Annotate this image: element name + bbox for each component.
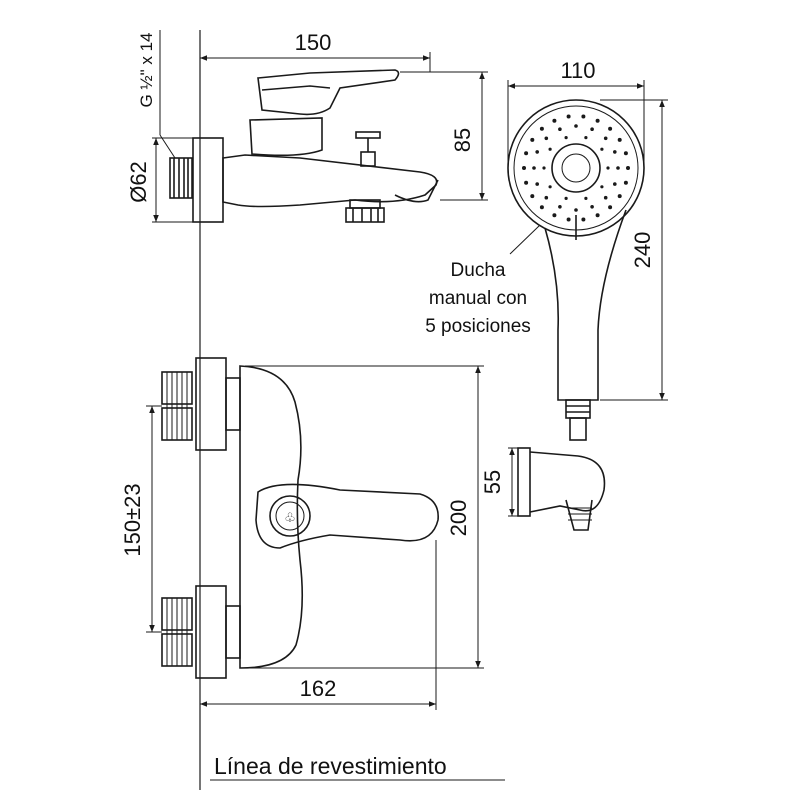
dim-200 bbox=[245, 365, 484, 669]
nozzle-dot bbox=[581, 217, 586, 222]
nozzle-dot bbox=[595, 213, 600, 218]
nozzle-dot bbox=[613, 150, 617, 154]
nozzle-dot bbox=[584, 196, 588, 200]
nozzle-dot bbox=[524, 180, 529, 185]
nozzle-dot bbox=[558, 205, 562, 209]
dim-110 bbox=[507, 80, 645, 168]
dim-150-23 bbox=[146, 405, 162, 633]
nozzle-dot bbox=[584, 136, 588, 140]
nozzle-dot bbox=[623, 151, 628, 156]
nozzle-dot bbox=[552, 118, 557, 123]
nozzle-dot bbox=[616, 166, 620, 170]
nozzle-dot bbox=[522, 166, 526, 170]
dim-240-label: 240 bbox=[630, 232, 655, 269]
nozzle-dot bbox=[617, 137, 622, 142]
nozzle-dot bbox=[626, 166, 630, 170]
dim-200-label: 200 bbox=[446, 500, 471, 537]
nozzle-dot bbox=[603, 136, 608, 141]
thread-spec-label: G ½" x 14 bbox=[137, 32, 156, 107]
nozzle-dot bbox=[608, 205, 613, 210]
mixer-side-view bbox=[169, 69, 439, 223]
nozzle-dot bbox=[613, 182, 617, 186]
nozzle-dot bbox=[595, 118, 600, 123]
dim-162 bbox=[200, 540, 437, 710]
nozzle-dot bbox=[623, 180, 628, 185]
svg-text:♧: ♧ bbox=[284, 511, 296, 526]
wall-holder bbox=[517, 447, 606, 531]
nozzle-dot bbox=[548, 147, 552, 151]
nozzle-dot bbox=[542, 166, 546, 170]
nozzle-dot bbox=[530, 194, 535, 199]
dim-150-23-label: 150±23 bbox=[120, 483, 145, 556]
nozzle-dot bbox=[606, 166, 610, 170]
dim-150 bbox=[200, 52, 431, 72]
dim-162-label: 162 bbox=[300, 676, 337, 701]
dim-thread bbox=[159, 30, 176, 159]
nozzle-dot bbox=[566, 114, 571, 119]
dim-62-label: Ø62 bbox=[126, 161, 151, 203]
nozzle-dot bbox=[539, 126, 544, 131]
wall-line-label: Línea de revestimiento bbox=[214, 753, 447, 779]
nozzle-dot bbox=[535, 150, 539, 154]
nozzle-dot bbox=[564, 136, 568, 140]
dim-55 bbox=[508, 447, 520, 517]
nozzle-dot bbox=[574, 124, 578, 128]
nozzle-dot bbox=[548, 185, 552, 189]
dim-55-label: 55 bbox=[480, 470, 505, 494]
nozzle-dot bbox=[574, 208, 578, 212]
nozzle-dot bbox=[524, 151, 529, 156]
nozzle-dot bbox=[544, 136, 549, 141]
nozzle-dot bbox=[600, 147, 604, 151]
dim-62 bbox=[152, 137, 195, 223]
nozzle-dot bbox=[564, 196, 568, 200]
nozzle-dot bbox=[558, 127, 562, 131]
nozzle-dot bbox=[532, 166, 536, 170]
nozzle-dot bbox=[552, 213, 557, 218]
nozzle-dot bbox=[590, 127, 594, 131]
dim-110-label: 110 bbox=[560, 58, 595, 83]
nozzle-dot bbox=[590, 205, 594, 209]
dim-85 bbox=[400, 71, 488, 201]
dim-85-label: 85 bbox=[450, 128, 475, 152]
dim-150-label: 150 bbox=[295, 30, 332, 55]
nozzle-dot bbox=[539, 205, 544, 210]
nozzle-dot bbox=[530, 137, 535, 142]
spray-nozzles bbox=[522, 114, 630, 222]
shower-note-line3: 5 posiciones bbox=[425, 316, 531, 337]
nozzle-dot bbox=[566, 217, 571, 222]
note-leader bbox=[509, 224, 541, 255]
nozzle-dot bbox=[600, 185, 604, 189]
shower-note-line2: manual con bbox=[429, 288, 527, 309]
nozzle-dot bbox=[535, 182, 539, 186]
nozzle-dot bbox=[608, 126, 613, 131]
shower-note-line1: Ducha bbox=[451, 260, 506, 281]
hand-shower bbox=[507, 99, 645, 441]
nozzle-dot bbox=[544, 195, 549, 200]
nozzle-dot bbox=[603, 195, 608, 200]
mixer-front-view: ♧ bbox=[161, 357, 439, 679]
dim-240 bbox=[600, 99, 668, 401]
nozzle-dot bbox=[581, 114, 586, 119]
nozzle-dot bbox=[617, 194, 622, 199]
